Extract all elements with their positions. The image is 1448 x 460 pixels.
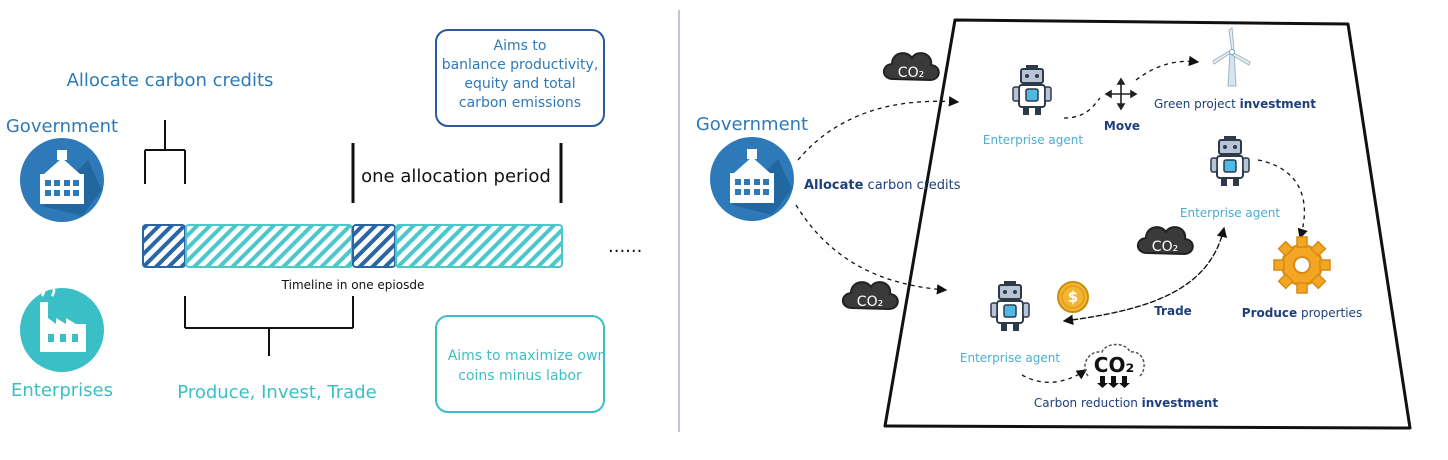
enterprise-agent-label-mid: Enterprise agent (1180, 206, 1281, 220)
timeline-bar (142, 224, 563, 268)
allocate-arrow-bottom (795, 204, 948, 295)
svg-text:CO₂: CO₂ (1152, 239, 1178, 255)
coin-icon: $ (1057, 281, 1089, 313)
co2-cloud-icon: CO₂ (841, 281, 899, 310)
period-label: one allocation period (361, 166, 551, 187)
factory-icon (20, 275, 104, 372)
right-panel: Government Allocate carbon credits CO₂ C… (696, 18, 1412, 430)
allocate-label: Allocate carbon credits (67, 70, 274, 91)
move-arrows-icon (1104, 77, 1138, 111)
trade-arrow-up (1063, 226, 1228, 322)
svg-text:$: $ (1068, 288, 1078, 306)
svg-text:CO₂: CO₂ (1094, 353, 1134, 377)
government-label-right: Government (696, 114, 808, 135)
gov-goal-line: equity and total (464, 76, 575, 92)
gov-goal-line: carbon emissions (459, 95, 581, 111)
svg-text:CO₂: CO₂ (898, 65, 924, 81)
timeline-ellipsis: ...... (608, 236, 642, 257)
government-goal-box: Aims to banlance productivity, equity an… (435, 29, 605, 127)
gov-goal-line: Aims to (494, 38, 547, 54)
environment-frame (883, 18, 1412, 430)
co2-cloud-icon: CO₂ (1136, 226, 1194, 255)
move-label: Move (1104, 119, 1140, 133)
timeline-segment-act (185, 224, 353, 268)
co2-reduction-icon: CO₂ (1084, 343, 1145, 388)
gov-goal-line: banlance productivity, (442, 57, 599, 73)
produce-arrow (1257, 159, 1308, 240)
timeline-segment-allocate (142, 224, 186, 268)
enterprise-agent-label-bottom: Enterprise agent (960, 351, 1061, 365)
timeline-segment-allocate (352, 224, 396, 268)
timeline-label: Timeline in one epiosde (281, 278, 425, 292)
ent-goal-line: coins minus labor (458, 368, 582, 384)
allocate-bracket (144, 120, 186, 184)
enterprise-agent-label-top: Enterprise agent (983, 133, 1084, 147)
enterprise-goal-box: Aims to maximize own coins minus labor (435, 315, 607, 413)
gear-icon (1273, 236, 1331, 294)
produce-label: Produce, Invest, Trade (177, 382, 376, 403)
allocate-credits-label: Allocate carbon credits (804, 178, 961, 193)
ent-goal-line: Aims to maximize own (448, 348, 607, 364)
co2-cloud-icon: CO₂ (882, 52, 940, 81)
wind-turbine-icon (1212, 27, 1251, 87)
trade-label: Trade (1154, 304, 1192, 318)
government-icon (20, 138, 104, 222)
government-icon (710, 137, 794, 221)
allocate-arrow-top (797, 96, 960, 161)
produce-bracket (184, 296, 354, 356)
government-label: Government (6, 116, 118, 137)
carbon-reduction-label: Carbon reduction investment (1034, 396, 1218, 410)
timeline-segment-act (395, 224, 563, 268)
move-connector (1063, 97, 1101, 119)
enterprises-label: Enterprises (11, 380, 113, 401)
left-panel: Allocate carbon credits Government Enter… (6, 29, 642, 413)
produce-properties-label: Produce properties (1242, 306, 1362, 320)
green-project-label: Green project investment (1154, 97, 1316, 111)
svg-text:CO₂: CO₂ (857, 294, 883, 310)
